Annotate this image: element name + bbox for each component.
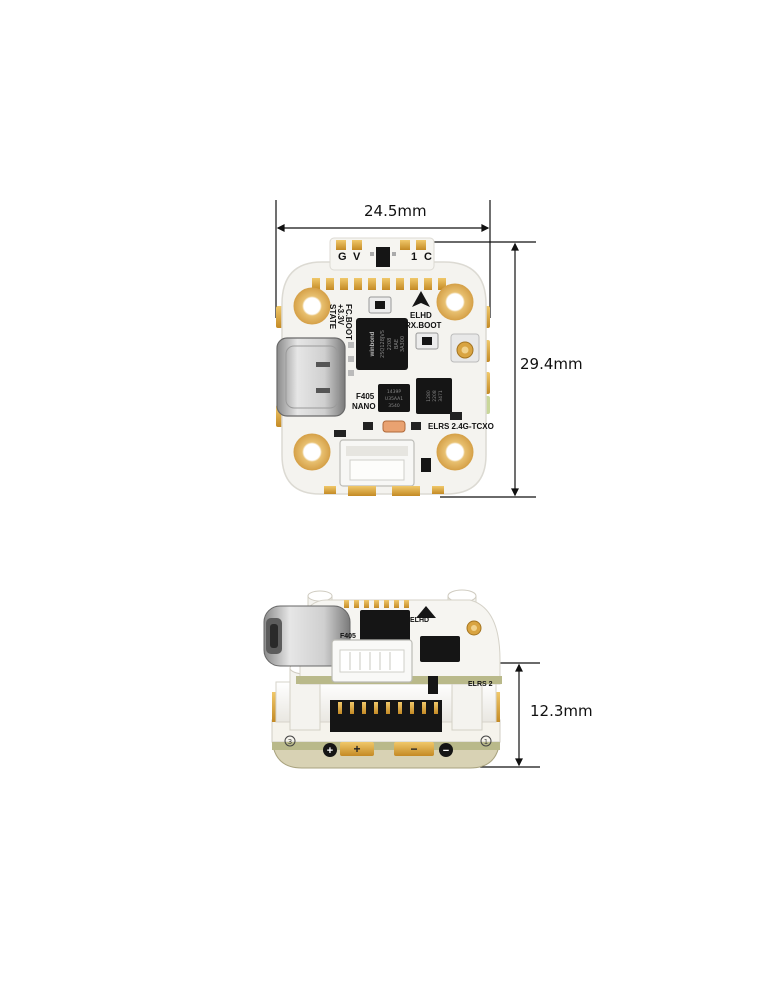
- brand-arrow-logo: [412, 291, 430, 307]
- height-dimension-label: 29.4mm: [520, 355, 583, 373]
- small-chip-text: 3540: [388, 403, 400, 409]
- brand-arrow-logo-side: [416, 606, 436, 618]
- header-pad-row: [312, 278, 446, 290]
- rf-chip-text: 3471: [438, 390, 444, 402]
- width-dimension-label: 24.5mm: [364, 202, 427, 220]
- minus-sign: −: [443, 745, 449, 757]
- polarity-pads: + + − −: [323, 742, 453, 757]
- top-tab-pads: [336, 240, 426, 267]
- usb-c-connector: [276, 337, 346, 417]
- flash-chip-text: 2208: [387, 338, 393, 351]
- mcu-label-side: F405: [340, 633, 356, 640]
- minus-sign: −: [410, 742, 417, 756]
- bottom-edge-pads: [324, 486, 444, 496]
- width-dimension: [275, 200, 491, 318]
- crystal-component: [382, 420, 406, 433]
- jst-connector: [339, 439, 415, 487]
- v33-label: +3.3V: [336, 304, 345, 326]
- flash-chip-text: BAE: [394, 339, 400, 349]
- mounting-hole-tl: [293, 287, 331, 325]
- flash-chip-side: [360, 610, 410, 644]
- pad-number-3: 3: [288, 738, 292, 746]
- board-outline: [281, 261, 487, 495]
- smd-diode: [421, 458, 431, 472]
- fc-boot-button: [368, 296, 392, 314]
- thickness-dimension-label: 12.3mm: [530, 702, 593, 720]
- usb-side-pads: [334, 342, 354, 437]
- pad-number-1-circle: [480, 735, 492, 747]
- mcu-label-f405: F405: [356, 392, 375, 401]
- flash-chip-text: 25Q128JVS: [380, 330, 386, 358]
- board-side-view: + + − − 3 1: [263, 589, 502, 769]
- mcu-label-nano: NANO: [352, 402, 376, 411]
- rf-chip-side: [420, 636, 460, 662]
- pad-label-c: C: [424, 251, 432, 263]
- plus-sign: +: [327, 745, 333, 757]
- brand-label: ELHD: [410, 311, 432, 320]
- flash-chip: winbond 25Q128JVS 2208 BAE 3A300: [356, 318, 408, 370]
- small-chip: 1439P U35AA1 3540: [378, 384, 410, 412]
- plus-sign: +: [353, 742, 360, 756]
- smd-diode-side: [428, 676, 438, 694]
- board-top-view: winbond 25Q128JVS 2208 BAE 3A300 1439P U…: [276, 237, 494, 496]
- rf-chip-text: 2208: [432, 390, 438, 402]
- thickness-dimension: [470, 662, 540, 768]
- height-dimension: [434, 241, 536, 498]
- flash-chip-text: 3A300: [400, 336, 406, 352]
- antenna-connector: [450, 333, 480, 363]
- state-label: STATE: [328, 304, 337, 330]
- flash-chip-text: winbond: [370, 331, 376, 357]
- pad-number-1: 1: [484, 738, 488, 746]
- small-chip-text: U35AA1: [385, 396, 403, 402]
- lower-board-green-edge: [272, 742, 500, 750]
- mounting-hole-tr: [436, 283, 474, 321]
- elrs-label-side: ELRS 2: [468, 681, 493, 688]
- smd-component: [363, 422, 373, 430]
- smd-component: [450, 412, 462, 420]
- elrs-label: ELRS 2.4G-TCXO: [428, 422, 494, 431]
- pad-label-1: 1: [411, 251, 417, 263]
- pad-number-3-circle: [284, 735, 296, 747]
- connector-pins: [338, 702, 438, 714]
- smd-component: [411, 422, 421, 430]
- mounting-hole-bl: [293, 433, 331, 471]
- small-chip-text: 1439P: [387, 389, 401, 395]
- rx-boot-button: [415, 332, 439, 350]
- rx-boot-label: RX.BOOT: [405, 321, 442, 330]
- rf-chip: 1280 2208 3471: [416, 378, 452, 414]
- brand-label-side: ELHD: [410, 617, 429, 624]
- rf-chip-text: 1280: [426, 390, 432, 402]
- jst-connector-side: [331, 639, 413, 683]
- pad-label-v: V: [353, 251, 361, 263]
- usb-c-connector-side: [263, 605, 351, 667]
- fc-boot-label: FC.BOOT: [344, 304, 353, 340]
- upper-header-pads: [344, 600, 409, 608]
- pad-label-g: G: [338, 251, 347, 263]
- mounting-hole-br: [436, 433, 474, 471]
